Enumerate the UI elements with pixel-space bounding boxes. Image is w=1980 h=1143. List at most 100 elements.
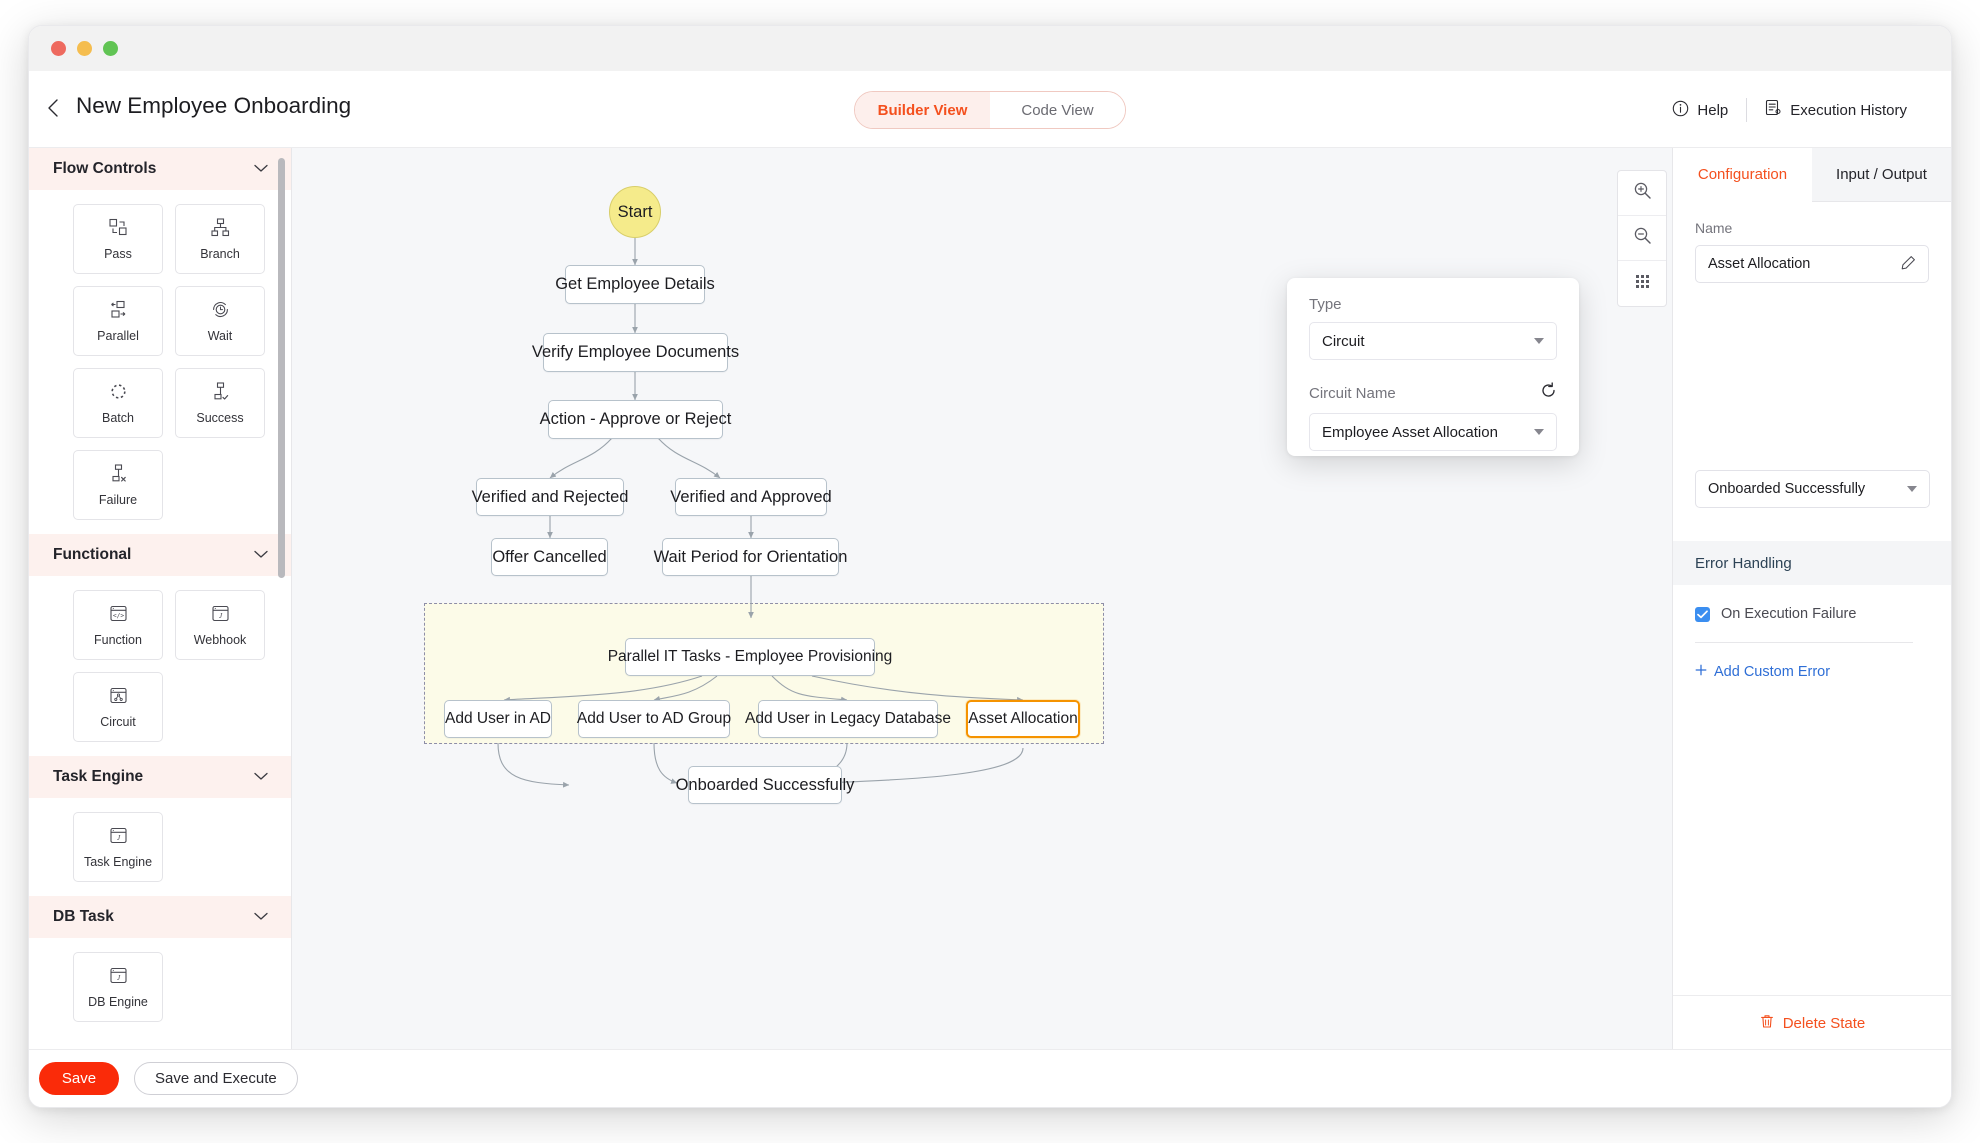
tab-builder-view[interactable]: Builder View (855, 92, 990, 128)
magnifier-minus-icon (1633, 226, 1652, 250)
chevron-down-icon[interactable] (1534, 429, 1544, 435)
config-panel-tabs: Configuration Input / Output (1673, 148, 1951, 202)
node-wait-period-for-orientation[interactable]: Wait Period for Orientation (654, 538, 847, 576)
checkbox-checked-icon[interactable] (1695, 606, 1710, 622)
save-and-execute-button[interactable]: Save and Execute (134, 1062, 298, 1095)
palette-scrollbar[interactable] (278, 148, 285, 1051)
help-button[interactable]: Help (1654, 93, 1746, 127)
palette-item-label: Failure (98, 493, 138, 507)
circuit-name-select[interactable]: Employee Asset Allocation (1309, 413, 1557, 451)
window-maximize-button[interactable] (103, 41, 118, 56)
plus-icon (1695, 664, 1707, 680)
delete-state-label: Delete State (1782, 1015, 1866, 1032)
palette-section-body-flow-controls: Pass Branch Parallel (29, 190, 291, 534)
document-list-icon (1765, 99, 1782, 121)
node-verified-and-approved[interactable]: Verified and Approved (670, 478, 832, 516)
chevron-down-icon[interactable] (254, 908, 268, 926)
on-execution-failure-checkbox-row[interactable]: On Execution Failure (1695, 606, 1856, 622)
node-asset-allocation[interactable]: Asset Allocation (966, 700, 1080, 738)
node-offer-cancelled[interactable]: Offer Cancelled (491, 538, 608, 576)
palette-item-db-engine[interactable]: J DB Engine (73, 952, 163, 1022)
palette-section-body-task-engine: J Task Engine (29, 798, 291, 896)
palette-item-pass[interactable]: Pass (73, 204, 163, 274)
palette-item-task-engine[interactable]: J Task Engine (73, 812, 163, 882)
node-action-approve-or-reject[interactable]: Action - Approve or Reject (540, 400, 731, 439)
name-input[interactable]: Asset Allocation (1695, 245, 1929, 283)
wait-clock-icon (210, 299, 231, 320)
save-button[interactable]: Save (39, 1062, 119, 1095)
palette-scrollbar-thumb[interactable] (278, 158, 285, 578)
execution-history-button[interactable]: Execution History (1747, 93, 1925, 127)
header-divider (1746, 98, 1748, 122)
palette-section-functional[interactable]: Functional (29, 534, 291, 576)
zoom-out-button[interactable] (1618, 216, 1666, 261)
palette-item-label: Wait (207, 329, 233, 343)
chevron-down-icon[interactable] (254, 160, 268, 178)
palette-item-parallel[interactable]: Parallel (73, 286, 163, 356)
window-close-button[interactable] (51, 41, 66, 56)
chevron-down-icon[interactable] (1907, 486, 1917, 492)
node-add-user-to-ad-group[interactable]: Add User to AD Group (577, 700, 731, 738)
palette-item-label: Pass (104, 247, 132, 261)
palette-item-label: Success (196, 411, 244, 425)
error-handling-divider (1695, 642, 1913, 643)
chevron-down-icon[interactable] (254, 546, 268, 564)
palette-item-label: Webhook (193, 633, 247, 647)
section-title: Flow Controls (53, 160, 157, 177)
type-select[interactable]: Circuit (1309, 322, 1557, 360)
window-titlebar (29, 26, 1951, 71)
failure-x-icon (108, 463, 129, 484)
window-minimize-button[interactable] (77, 41, 92, 56)
code-window-icon: </> (108, 603, 129, 624)
delete-state-button[interactable]: Delete State (1673, 995, 1951, 1051)
grid-toggle-button[interactable] (1618, 261, 1666, 306)
palette-item-branch[interactable]: Branch (175, 204, 265, 274)
tab-code-view[interactable]: Code View (990, 92, 1125, 128)
palette-section-db-task[interactable]: DB Task (29, 896, 291, 938)
refresh-icon[interactable] (1540, 382, 1557, 404)
node-get-employee-details[interactable]: Get Employee Details (555, 265, 715, 304)
node-verified-and-rejected[interactable]: Verified and Rejected (472, 478, 628, 516)
node-onboarded-successfully[interactable]: Onboarded Successfully (676, 766, 854, 804)
next-state-select-control[interactable]: Onboarded Successfully (1695, 470, 1930, 508)
palette-section-flow-controls[interactable]: Flow Controls (29, 148, 291, 190)
palette-item-circuit[interactable]: Circuit (73, 672, 163, 742)
magnifier-plus-icon (1633, 181, 1652, 205)
palette-item-wait[interactable]: Wait (175, 286, 265, 356)
chevron-down-icon[interactable] (254, 768, 268, 786)
palette-section-task-engine[interactable]: Task Engine (29, 756, 291, 798)
palette-item-failure[interactable]: Failure (73, 450, 163, 520)
palette-item-label: Function (94, 633, 142, 647)
palette-item-label: Task Engine (83, 855, 153, 869)
add-custom-error-button[interactable]: Add Custom Error (1695, 664, 1830, 680)
node-add-user-in-legacy-database[interactable]: Add User in Legacy Database (745, 700, 951, 738)
svg-text:J: J (116, 833, 120, 842)
node-parallel-it-tasks[interactable]: Parallel IT Tasks - Employee Provisionin… (608, 638, 892, 676)
error-handling-title: Error Handling (1695, 554, 1792, 572)
next-state-select[interactable]: Onboarded Successfully (1695, 470, 1930, 508)
canvas-zoom-controls (1617, 170, 1667, 307)
palette-item-webhook[interactable]: J Webhook (175, 590, 265, 660)
back-chevron-icon[interactable] (39, 94, 67, 122)
palette-item-success[interactable]: Success (175, 368, 265, 438)
tab-input-output[interactable]: Input / Output (1812, 148, 1951, 202)
palette-section-body-db-task: J DB Engine (29, 938, 291, 1036)
palette-item-batch[interactable]: Batch (73, 368, 163, 438)
palette-item-function[interactable]: </> Function (73, 590, 163, 660)
circuit-config-popover: Type Circuit Circuit Name Employee Asset… (1287, 278, 1579, 456)
chevron-down-icon[interactable] (1534, 338, 1544, 344)
trash-icon (1760, 1014, 1774, 1033)
next-state-value: Onboarded Successfully (1708, 481, 1866, 497)
section-title: DB Task (53, 908, 114, 925)
palette-item-label: Parallel (97, 329, 139, 343)
node-start[interactable]: Start (609, 186, 661, 238)
svg-text:</>: </> (112, 612, 123, 619)
parallel-icon (108, 299, 129, 320)
tab-configuration[interactable]: Configuration (1673, 148, 1812, 202)
pass-icon (108, 217, 129, 238)
node-verify-employee-documents[interactable]: Verify Employee Documents (532, 333, 739, 372)
node-add-user-in-ad[interactable]: Add User in AD (444, 700, 552, 738)
pencil-icon[interactable] (1901, 255, 1916, 274)
zoom-in-button[interactable] (1618, 171, 1666, 216)
circuit-name-label: Circuit Name (1309, 384, 1396, 402)
